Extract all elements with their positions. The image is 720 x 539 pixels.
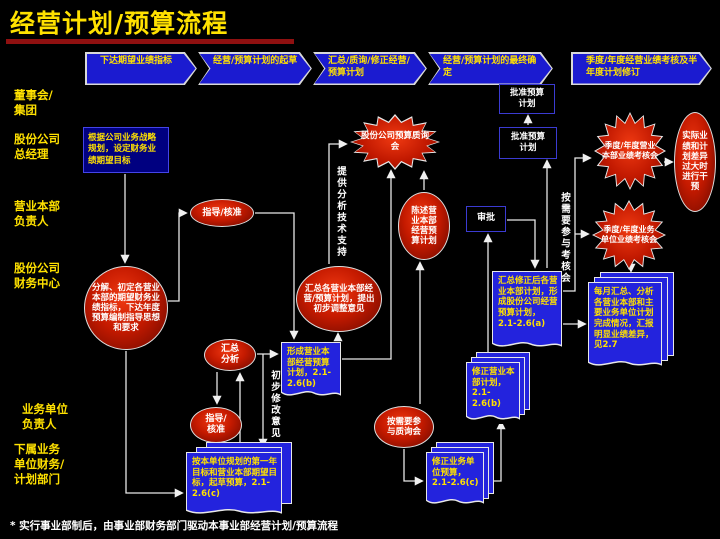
banner-step-label: 汇总/质询/修正经营/预算计划: [328, 56, 410, 79]
banner-step-3: 汇总/质询/修正经营/预算计划: [313, 52, 427, 85]
footnote: * 实行事业部制后，由事业部财务部门驱动本事业部经营计划/预算流程: [10, 520, 338, 532]
node-label: 指导/核准: [205, 414, 227, 435]
doc-stack-monthly-analysis: 每月汇总、分析各营业本部和主要业务单位计划完成情况，汇报明显业绩差异，见2.7: [588, 272, 674, 370]
doc-stack-draft-unit-budget: 按本单位规划的第一年目标和营业本部期望目标，起草预算，2.1-2.6(c): [186, 442, 294, 518]
node-guide-approve-mid: 指导/核准: [190, 407, 242, 443]
node-attend-inquiry: 按需要参与质询会: [374, 406, 434, 448]
node-label: 批准预算计划: [510, 131, 545, 153]
node-consolidate-plans: 汇总各营业本部经营/预算计划，提出初步调整意见: [296, 266, 382, 332]
doc-front: 每月汇总、分析各营业本部和主要业务单位计划完成情况，汇报明显业绩差异，见2.7: [588, 282, 662, 370]
doc-front: 修正业务单位预算，2.1-2.6(c): [426, 452, 484, 508]
doc-wave-edge: [426, 499, 484, 508]
banner-step-4: 经营/预算计划的最终确定: [428, 52, 553, 85]
doc-wave-edge: [186, 509, 282, 518]
node-label: 季度/年度营业本部业绩考核会: [602, 141, 658, 160]
node-present-plan: 陈述营业本部经营预算计划: [398, 192, 450, 260]
node-label: 分解、初定各营业本部的期望财务业绩指标，下达年度预算编制指导思想和要求: [91, 282, 160, 334]
node-label: 股份公司预算质询会: [360, 131, 429, 152]
node-summarize-analyze: 汇总分析: [204, 339, 256, 371]
node-label: 汇总分析: [220, 344, 239, 365]
lane-label-board: 董事会/ 集团: [14, 88, 53, 117]
node-label: 汇总各营业本部经营/预算计划，提出初步调整意见: [303, 283, 375, 315]
lane-label-division-head: 营业本部 负责人: [14, 199, 60, 228]
node-label: 实际业绩和计划差异过大时进行干预: [682, 131, 708, 193]
node-label: 汇总修正后各营业本部计划，形成股份公司经营预算计划，2.1-2.6(a): [498, 276, 558, 329]
banner-step-2: 经营/预算计划的起草: [198, 52, 312, 85]
node-decompose-targets: 分解、初定各营业本部的期望财务业绩指标，下达年度预算编制指导思想和要求: [84, 266, 168, 350]
edge-label-analysis-support: 提供分析技术支持: [335, 166, 346, 258]
doc-stack-revise-unit-budget: 修正业务单位预算，2.1-2.6(c): [426, 442, 494, 508]
node-label: 审批: [476, 213, 495, 224]
doc-wave-edge: [281, 391, 341, 400]
doc-wave-edge: [466, 415, 520, 424]
node-review-approve: 审批: [466, 206, 506, 232]
node-label: 修正营业本部计划，2.1-2.6(b): [472, 367, 515, 409]
node-label: 按本单位规划的第一年目标和营业本部期望目标，起草预算，2.1-2.6(c): [192, 457, 278, 499]
banner-step-label: 下达期望业绩指标: [100, 56, 173, 66]
banner-step-1: 下达期望业绩指标: [85, 52, 197, 85]
node-division-review-meeting: 季度/年度营业本部业绩考核会: [594, 112, 666, 190]
banner-step-label: 季度/年度经营业绩考核及半年度计划修订: [586, 56, 698, 79]
doc-form-division-plan: 形成营业本部经营预算计划，2.1-2.6(b): [281, 342, 341, 400]
edge-label-initial-revision: 初步修改意见: [269, 370, 280, 439]
node-label: 每月汇总、分析各营业本部和主要业务单位计划完成情况，汇报明显业绩差异，见2.7: [594, 287, 654, 351]
node-strategy-targets: 根据公司业务战略规划，设定财务业绩期望目标: [83, 127, 169, 173]
node-label: 指导/核准: [202, 207, 242, 218]
doc-consolidated-company-plan: 汇总修正后各营业本部计划，形成股份公司经营预算计划，2.1-2.6(a): [492, 271, 562, 351]
node-approve-budget-board: 批准预算计划: [499, 84, 555, 114]
node-label: 批准预算计划: [509, 87, 544, 109]
doc-front: 修正营业本部计划，2.1-2.6(b): [466, 362, 520, 424]
title-underline: [6, 39, 294, 44]
node-label: 形成营业本部经营预算计划，2.1-2.6(b): [287, 347, 332, 389]
node-label: 陈述营业本部经营预算计划: [411, 205, 437, 247]
doc-stack-revise-division-plan: 修正营业本部计划，2.1-2.6(b): [466, 352, 530, 424]
doc-front: 按本单位规划的第一年目标和营业本部期望目标，起草预算，2.1-2.6(c): [186, 452, 282, 518]
page-title: 经营计划/预算流程: [10, 9, 229, 38]
lane-label-unit-head: 业务单位 负责人: [22, 402, 68, 431]
node-approve-budget-gm: 批准预算计划: [499, 127, 557, 159]
node-label: 按需要参与质询会: [386, 416, 421, 437]
node-label: 季度/年度业务单位业绩考核会: [601, 225, 657, 244]
doc-wave-edge: [588, 361, 662, 370]
node-budget-inquiry-meeting: 股份公司预算质询会: [350, 114, 440, 170]
lane-label-unit-finance: 下属业务 单位财务/ 计划部门: [14, 442, 65, 486]
node-label: 根据公司业务战略规划，设定财务业绩期望目标: [88, 133, 157, 166]
banner-step-5: 季度/年度经营业绩考核及半年度计划修订: [571, 52, 712, 85]
node-guide-approve-top: 指导/核准: [190, 199, 254, 227]
doc-wave-edge: [492, 342, 562, 351]
node-unit-review-meeting: 季度/年度业务单位业绩考核会: [592, 200, 666, 270]
banner-step-label: 经营/预算计划的起草: [213, 56, 298, 66]
node-label: 修正业务单位预算，2.1-2.6(c): [432, 457, 479, 489]
lane-label-gm: 股份公司 总经理: [14, 132, 60, 161]
node-intervene: 实际业绩和计划差异过大时进行干预: [674, 112, 716, 212]
banner-step-label: 经营/预算计划的最终确定: [443, 56, 537, 79]
lane-label-finance-center: 股份公司 财务中心: [14, 261, 60, 290]
edge-label-attend-review: 按需要参与考核会: [559, 192, 570, 284]
